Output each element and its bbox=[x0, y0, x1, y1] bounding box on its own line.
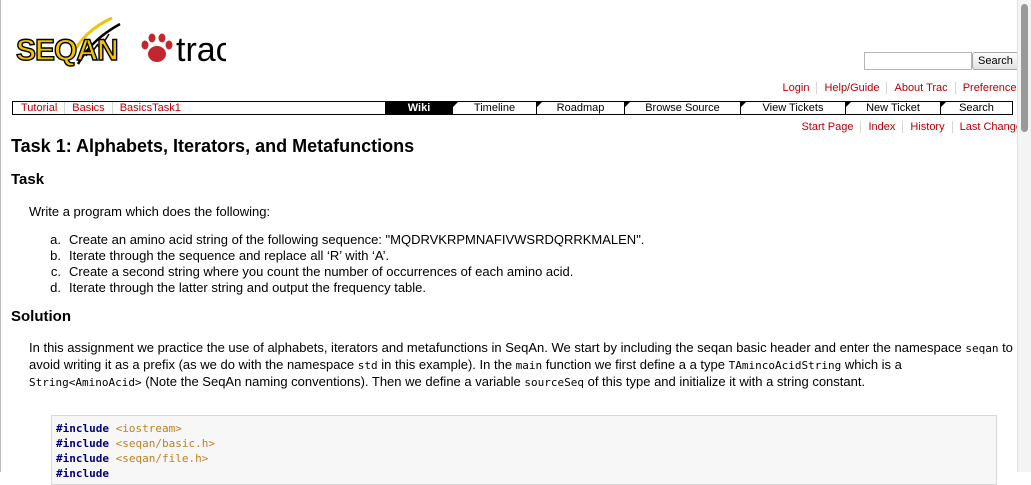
svg-text:trac: trac bbox=[176, 31, 226, 69]
ctxnav-start-page[interactable]: Start Page bbox=[801, 121, 854, 133]
tab-label: New Ticket bbox=[866, 102, 920, 114]
main-nav: Wiki Timeline Roadmap Browse Source View… bbox=[385, 101, 1013, 115]
tab-browse-source[interactable]: Browse Source bbox=[624, 101, 740, 115]
list-text: Create a second string where you count t… bbox=[69, 264, 574, 279]
ctxnav-history[interactable]: History bbox=[902, 121, 951, 133]
inline-code: seqan bbox=[965, 342, 999, 355]
tab-search[interactable]: Search bbox=[940, 101, 1013, 115]
search-button[interactable]: Search bbox=[972, 52, 1019, 70]
tab-corner-icon bbox=[453, 102, 458, 107]
ctxnav: Start Page Index History Last Change bbox=[794, 121, 1029, 133]
metanav-login[interactable]: Login bbox=[782, 82, 810, 94]
task-intro: Write a program which does the following… bbox=[29, 204, 271, 219]
search-input[interactable] bbox=[864, 52, 972, 70]
list-marker: a. bbox=[50, 232, 61, 247]
vertical-scrollbar[interactable] bbox=[1017, 0, 1031, 472]
tab-wiki[interactable]: Wiki bbox=[385, 101, 452, 115]
scrollbar-thumb[interactable] bbox=[1021, 4, 1028, 132]
svg-text:SEQAN: SEQAN bbox=[16, 34, 118, 67]
list-marker: d. bbox=[50, 280, 61, 295]
tab-roadmap[interactable]: Roadmap bbox=[536, 101, 624, 115]
page-title: Task 1: Alphabets, Iterators, and Metafu… bbox=[11, 136, 415, 156]
dna-helix-icon bbox=[69, 16, 121, 65]
metanav-preferences[interactable]: Preferences bbox=[954, 82, 1029, 94]
paw-icon bbox=[141, 33, 173, 62]
tab-label: Browse Source bbox=[645, 102, 720, 114]
tab-corner-icon bbox=[625, 102, 630, 107]
list-text: Iterate through the sequence and replace… bbox=[69, 248, 390, 263]
solution-paragraph: In this assignment we practice the use o… bbox=[29, 340, 1013, 389]
metanav: Login Help/Guide About Trac Preferences bbox=[776, 82, 1029, 94]
list-item: a. Create an amino acid string of the fol… bbox=[29, 232, 644, 248]
breadcrumb-tutorial[interactable]: Tutorial bbox=[21, 102, 58, 114]
code-line: #include <seqan/file.h> bbox=[56, 452, 209, 465]
code-line: #include bbox=[56, 467, 109, 480]
tab-corner-icon bbox=[846, 102, 851, 107]
list-text: Iterate through the latter string and ou… bbox=[69, 280, 427, 295]
task-list: a. Create an amino acid string of the fol… bbox=[29, 232, 644, 296]
tab-view-tickets[interactable]: View Tickets bbox=[740, 101, 845, 115]
tab-corner-icon bbox=[537, 102, 542, 107]
logo-graphic: SEQAN trac bbox=[16, 16, 226, 69]
inline-code: std bbox=[357, 359, 378, 372]
task-heading: Task bbox=[11, 171, 45, 188]
page-frame bbox=[0, 0, 1, 472]
code-block: #include <iostream> #include <seqan/basi… bbox=[51, 415, 997, 485]
code-line: #include <seqan/basic.h> bbox=[56, 437, 215, 450]
list-item: b. Iterate through the sequence and repla… bbox=[29, 248, 644, 264]
list-item: d. Iterate through the latter string and … bbox=[29, 280, 644, 296]
tab-timeline[interactable]: Timeline bbox=[452, 101, 536, 115]
list-item: c. Create a second string where you count… bbox=[29, 264, 644, 280]
tab-label: View Tickets bbox=[762, 102, 824, 114]
list-marker: c. bbox=[50, 264, 61, 279]
tab-corner-icon bbox=[941, 102, 946, 107]
breadcrumb: Tutorial Basics BasicsTask1 bbox=[14, 102, 188, 114]
tab-new-ticket[interactable]: New Ticket bbox=[845, 101, 940, 115]
list-marker: b. bbox=[50, 248, 61, 263]
breadcrumb-basics[interactable]: Basics bbox=[64, 102, 111, 114]
seqan-trac-logo[interactable]: SEQAN trac bbox=[16, 12, 226, 72]
ctxnav-index[interactable]: Index bbox=[860, 121, 902, 133]
inline-code: sourceSeq bbox=[524, 376, 584, 389]
tab-label: Timeline bbox=[473, 102, 516, 114]
metanav-help-guide[interactable]: Help/Guide bbox=[816, 82, 886, 94]
inline-code: TAmincoAcidString bbox=[728, 359, 842, 372]
breadcrumb-basicstask1[interactable]: BasicsTask1 bbox=[111, 102, 188, 114]
list-text: Create an amino acid string of the follo… bbox=[69, 232, 645, 247]
code-line: #include <iostream> bbox=[56, 422, 182, 435]
tab-label: Search bbox=[959, 102, 994, 114]
metanav-about-trac[interactable]: About Trac bbox=[886, 82, 954, 94]
tab-label: Roadmap bbox=[556, 102, 605, 114]
inline-code: String<AminoAcid> bbox=[29, 376, 142, 389]
inline-code: main bbox=[515, 359, 543, 372]
ctxnav-last-change[interactable]: Last Change bbox=[951, 121, 1029, 133]
tab-corner-icon bbox=[741, 102, 746, 107]
tab-label: Wiki bbox=[407, 102, 431, 114]
solution-heading: Solution bbox=[11, 308, 71, 325]
